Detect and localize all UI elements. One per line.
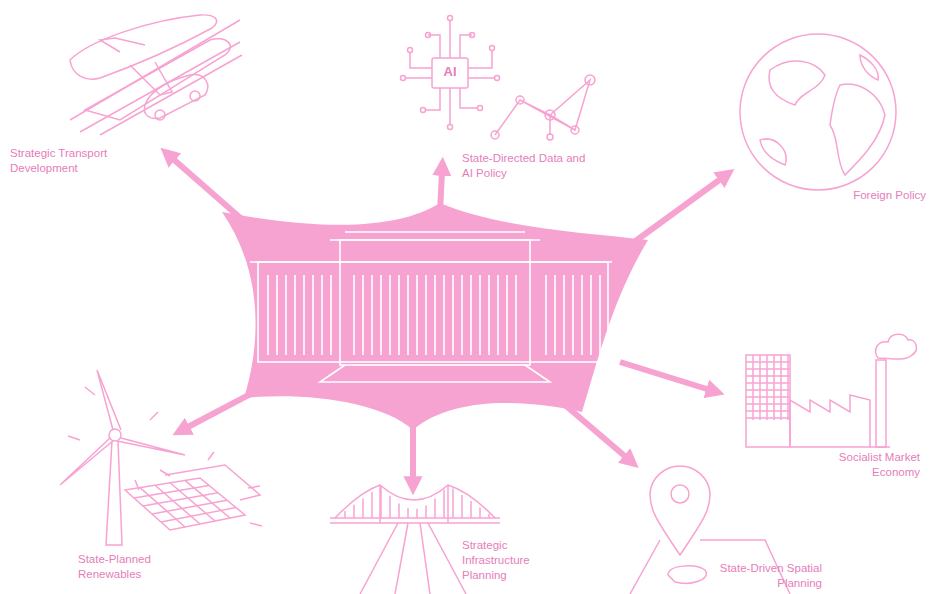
ai-chip-icon [401,16,596,141]
topic-label: Strategic Infrastructure Planning [462,538,550,583]
map-pin-icon [630,466,790,594]
topic-label: State-Directed Data and AI Policy [462,151,594,181]
topic-label: Socialist Market Economy [812,450,920,480]
central-shape [222,203,648,430]
arrows [172,158,722,480]
building [250,232,612,382]
renewables-icon [60,370,262,545]
topic-label: Strategic Transport Development [10,146,122,176]
chip-label: AI [436,64,464,81]
topic-label: Foreign Policy [822,188,926,203]
topic-label: State-Driven Spatial Planning [712,561,822,591]
transport-icon [70,15,242,135]
topic-label: State-Planned Renewables [78,552,178,582]
globe-icon [740,34,896,190]
factory-icon [746,334,916,447]
